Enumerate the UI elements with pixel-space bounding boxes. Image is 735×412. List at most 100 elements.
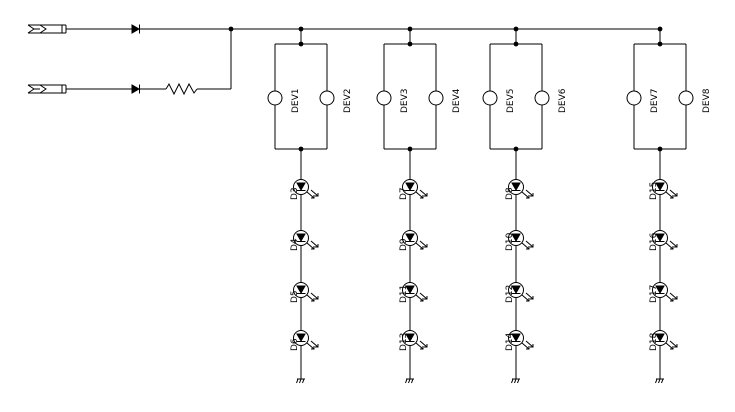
device-symbol (376, 90, 392, 106)
device-label: DEV4 (452, 88, 462, 113)
device-label: DEV8 (702, 88, 712, 113)
led-label: D3 (290, 187, 300, 200)
device-dev4: DEV4 (428, 88, 462, 113)
ground-stroke (658, 378, 661, 384)
led-d10: D10 (505, 230, 534, 251)
led-emission-arrow (521, 191, 530, 199)
led-diode-symbol (405, 285, 415, 295)
led-emission-arrow (521, 342, 530, 350)
led-emission-arrow (415, 342, 424, 350)
led-diode-symbol (296, 233, 306, 243)
led-label: D9 (399, 238, 409, 251)
device-dev6: DEV6 (534, 88, 568, 113)
led-arrow-head (526, 346, 530, 350)
led-emission-arrow (419, 240, 428, 248)
device-label: DEV7 (650, 89, 660, 114)
led-arrow-head (311, 246, 315, 250)
led-emission-arrow (306, 294, 315, 302)
led-arrow-head (674, 193, 678, 197)
led-emission-arrow (310, 292, 319, 300)
led-emission-arrow (665, 342, 674, 350)
led-diode-symbol (655, 182, 665, 192)
led-arrow-head (670, 246, 674, 250)
led-emission-arrow (415, 191, 424, 199)
led-diode-symbol (405, 333, 415, 343)
device-dev7: DEV7 (626, 89, 660, 114)
led-d3: D3 (290, 179, 319, 200)
led-d16: D16 (649, 230, 678, 251)
ground-icon (655, 378, 664, 384)
led-emission-arrow (669, 240, 678, 248)
connector-pin-left (27, 24, 35, 34)
led-label: D12 (505, 285, 515, 303)
led-arrow-head (420, 298, 424, 302)
led-arrow-head (670, 195, 674, 199)
connector-body (28, 24, 63, 34)
device-symbol (482, 90, 498, 106)
led-arrow-head (674, 344, 678, 348)
device-symbol (626, 90, 642, 106)
led-emission-arrow (306, 342, 315, 350)
device-symbol (678, 90, 694, 106)
device-label: DEV1 (291, 89, 301, 114)
led-emission-arrow (669, 340, 678, 348)
led-diode-symbol (511, 182, 521, 192)
led-arrow-head (315, 193, 319, 197)
led-emission-arrow (419, 340, 428, 348)
led-arrow-head (420, 346, 424, 350)
ground-stroke (405, 378, 408, 384)
led-d9: D9 (399, 230, 428, 251)
led-emission-arrow (525, 340, 534, 348)
ground-stroke (517, 378, 520, 384)
led-emission-arrow (669, 292, 678, 300)
led-emission-arrow (665, 242, 674, 250)
led-label: D18 (649, 332, 659, 351)
ground-icon (511, 378, 520, 384)
led-arrow-head (674, 244, 678, 248)
led-arrow-head (420, 195, 424, 199)
device-label: DEV3 (400, 89, 410, 114)
led-diode-symbol (405, 233, 415, 243)
led-emission-arrow (415, 242, 424, 250)
led-arrow-head (530, 244, 534, 248)
led-d15: D15 (649, 179, 678, 200)
device-symbol (428, 90, 444, 106)
ground-icon (296, 378, 305, 384)
device-label: DEV6 (558, 88, 568, 113)
ground-stroke (661, 378, 664, 384)
ground-stroke (511, 378, 514, 384)
led-arrow-head (526, 195, 530, 199)
device-label: DEV5 (506, 89, 516, 114)
led-label: D13 (399, 333, 409, 351)
led-d8: D8 (505, 179, 534, 200)
led-emission-arrow (521, 242, 530, 250)
led-label: D5 (290, 290, 300, 303)
led-label: D11 (399, 285, 409, 303)
led-d13: D13 (399, 330, 428, 351)
led-d4: D4 (290, 230, 319, 251)
led-diode-symbol (655, 333, 665, 343)
led-diode-symbol (511, 333, 521, 343)
led-arrow-head (526, 298, 530, 302)
led-diode-symbol (511, 285, 521, 295)
led-d14: D14 (505, 330, 534, 351)
connector-pin-left (27, 84, 35, 94)
diode-symbol (131, 84, 141, 94)
device-symbol (267, 90, 283, 106)
led-d11: D11 (399, 282, 428, 303)
led-arrow-head (670, 298, 674, 302)
ground-stroke (408, 378, 411, 384)
led-arrow-head (311, 298, 315, 302)
led-label: D15 (649, 182, 659, 200)
led-d12: D12 (505, 282, 534, 303)
device-label: DEV2 (343, 89, 353, 114)
led-d6: D6 (290, 330, 319, 351)
led-emission-arrow (310, 189, 319, 197)
led-d18: D18 (649, 330, 678, 351)
led-arrow-head (420, 246, 424, 250)
led-arrow-head (315, 296, 319, 300)
